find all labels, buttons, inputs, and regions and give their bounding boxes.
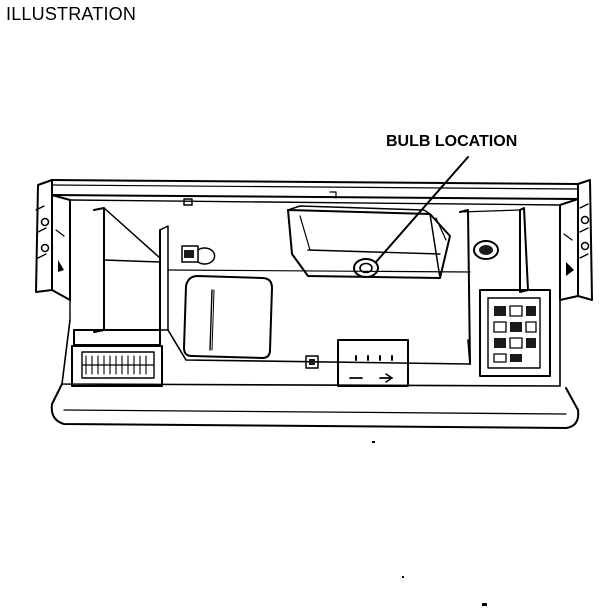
left-partition (73, 207, 216, 346)
left-connector (71, 345, 163, 387)
scan-specks (372, 441, 487, 606)
top-rail (51, 179, 579, 206)
display-window (183, 275, 273, 359)
bulb-location-label: BULB LOCATION (386, 133, 518, 150)
bulb-location-leader-line (375, 156, 469, 263)
left-mounting-bracket (35, 179, 71, 301)
bulb-housing-block (287, 205, 451, 279)
right-connector (479, 289, 551, 377)
illustration-heading: ILLUSTRATION (6, 4, 137, 24)
bulb-socket (353, 258, 379, 278)
front-bezel (50, 299, 580, 429)
housing-back-panel (69, 199, 561, 321)
housing-floor (159, 269, 471, 365)
